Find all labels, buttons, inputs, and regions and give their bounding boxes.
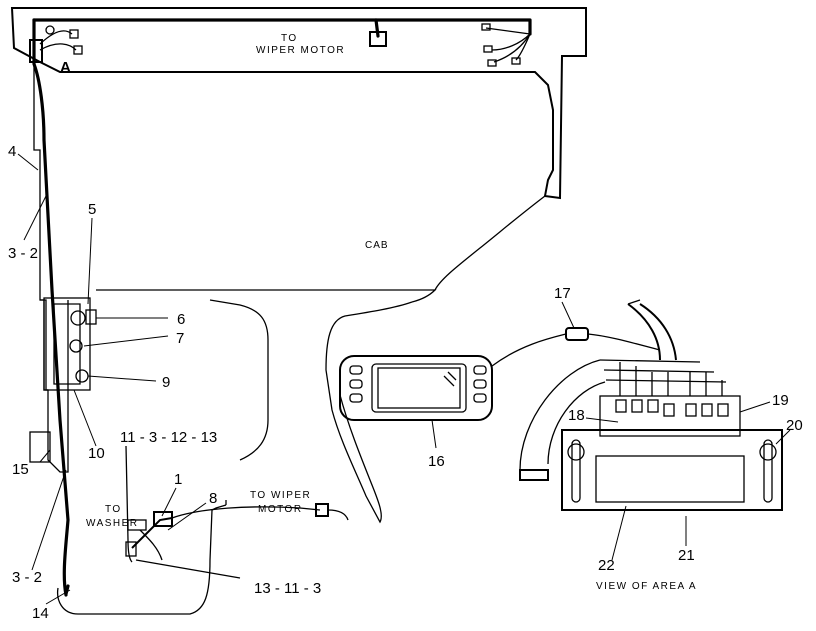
top-left-connector	[29, 25, 83, 63]
to-wiper-motor-top-caption-1: TO	[281, 33, 298, 44]
left-pillar	[29, 64, 97, 473]
top-right-connector	[481, 23, 531, 67]
callout-3-2-upper: 3 - 2	[8, 245, 38, 262]
callout-13-11-3: 13 - 11 - 3	[254, 580, 321, 597]
callout-22: 22	[598, 557, 615, 574]
to-wiper-motor-bottom-caption-1: TO WIPER	[250, 490, 311, 501]
main-harness-wire	[32, 18, 532, 597]
callout-18: 18	[568, 407, 585, 424]
view-of-area-caption: VIEW OF AREA A	[596, 581, 697, 592]
callout-6: 6	[177, 311, 185, 328]
callout-14: 14	[32, 605, 49, 622]
callout-1: 1	[174, 471, 182, 488]
to-wiper-motor-bottom-caption-2: MOTOR	[258, 504, 303, 515]
callout-15: 15	[12, 461, 29, 478]
callout-19: 19	[772, 392, 789, 409]
area-a-detail	[519, 299, 783, 511]
callout-11-3-12-13: 11 - 3 - 12 - 13	[120, 429, 217, 446]
callout-20: 20	[786, 417, 803, 434]
area-a-marker: A	[60, 59, 71, 76]
callout-10: 10	[88, 445, 105, 462]
callout-8: 8	[209, 490, 217, 507]
cab-outline	[10, 7, 587, 615]
leader-lines	[17, 153, 791, 605]
to-washer-caption-2: WASHER	[86, 518, 139, 529]
to-wiper-motor-top-caption-2: WIPER MOTOR	[256, 45, 345, 56]
callout-3-2-lower: 3 - 2	[12, 569, 42, 586]
inline-connector	[491, 327, 661, 367]
callout-7: 7	[176, 330, 184, 347]
lower-harness	[125, 445, 349, 579]
callout-5: 5	[88, 201, 96, 218]
callout-4: 4	[8, 143, 16, 160]
cab-label: CAB	[365, 240, 389, 251]
top-center-connector	[369, 31, 387, 47]
callout-16: 16	[428, 453, 445, 470]
callout-9: 9	[162, 374, 170, 391]
callout-17: 17	[554, 285, 571, 302]
display-panel	[339, 355, 493, 421]
callout-21: 21	[678, 547, 695, 564]
to-washer-caption-1: TO	[105, 504, 122, 515]
